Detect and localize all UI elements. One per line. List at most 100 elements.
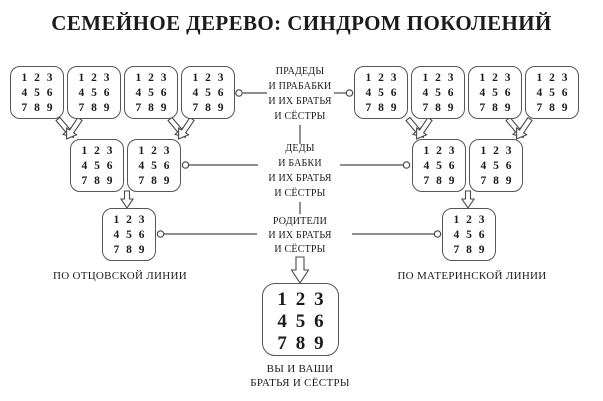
grid-number: 3 bbox=[138, 213, 145, 226]
grid-number: 2 bbox=[126, 213, 132, 226]
grid-number: 2 bbox=[205, 71, 211, 84]
grid-number: 1 bbox=[78, 71, 85, 84]
grid-number: 5 bbox=[492, 86, 498, 99]
grid-number: 9 bbox=[138, 243, 145, 256]
grid-number: 3 bbox=[505, 144, 512, 157]
grid-number: 6 bbox=[478, 228, 485, 241]
grid-number: 9 bbox=[314, 333, 324, 354]
grid-number: 2 bbox=[148, 71, 154, 84]
grid-number: 6 bbox=[314, 311, 324, 332]
grid-number: 7 bbox=[78, 101, 85, 114]
node-circle-row2-right bbox=[402, 161, 411, 169]
label-line: ВЫ И ВАШИ bbox=[266, 363, 334, 375]
grid-number: 4 bbox=[365, 86, 372, 99]
grid-number: 6 bbox=[505, 159, 512, 172]
grid-number: 9 bbox=[478, 243, 485, 256]
grid-number: 7 bbox=[81, 174, 88, 187]
grid-number: 3 bbox=[106, 144, 113, 157]
grid-number: 5 bbox=[435, 86, 441, 99]
grid-number: 1 bbox=[479, 71, 486, 84]
grid-number: 1 bbox=[480, 144, 487, 157]
label-parents: РОДИТЕЛИ И ИХ БРАТЬЯ И СЁСТРЫ bbox=[245, 215, 355, 257]
grid-number: 1 bbox=[81, 144, 88, 157]
grid-number: 1 bbox=[453, 213, 460, 226]
grid-number: 3 bbox=[160, 71, 167, 84]
grid-number: 3 bbox=[217, 71, 224, 84]
grid-number: 5 bbox=[151, 159, 157, 172]
grid-number: 2 bbox=[466, 213, 472, 226]
grid-number: 3 bbox=[448, 144, 455, 157]
grid-number: 8 bbox=[91, 101, 97, 114]
grid-number: 9 bbox=[447, 101, 454, 114]
grid-number: 3 bbox=[163, 144, 170, 157]
grid-number: 6 bbox=[448, 159, 455, 172]
grid-number: 7 bbox=[365, 101, 372, 114]
arrow-grandparents-to-father bbox=[120, 190, 134, 209]
grid-number: 2 bbox=[378, 71, 384, 84]
grid-number: 2 bbox=[91, 71, 97, 84]
grid-number: 6 bbox=[390, 86, 397, 99]
grid-number: 4 bbox=[536, 86, 543, 99]
label-great-grandparents: ПРАДЕДЫ И ПРАБАБКИ И ИХ БРАТЬЯ И СЁСТРЫ bbox=[245, 64, 355, 124]
grid-number: 7 bbox=[277, 333, 287, 354]
grid-number: 8 bbox=[549, 101, 555, 114]
grid-number: 2 bbox=[549, 71, 555, 84]
grid-number: 8 bbox=[492, 101, 498, 114]
grid-number: 1 bbox=[423, 144, 430, 157]
label-line: И СЁСТРЫ bbox=[274, 188, 326, 199]
grid-number: 1 bbox=[21, 71, 28, 84]
grid-number: 9 bbox=[46, 101, 53, 114]
grid-number: 2 bbox=[493, 144, 499, 157]
grid-number: 9 bbox=[390, 101, 397, 114]
grid-number: 5 bbox=[148, 86, 154, 99]
grid-number: 7 bbox=[135, 101, 142, 114]
grid-number: 6 bbox=[217, 86, 224, 99]
grid-number: 2 bbox=[436, 144, 442, 157]
grid-number: 4 bbox=[138, 159, 145, 172]
grid-number: 8 bbox=[148, 101, 154, 114]
grid-number: 9 bbox=[106, 174, 113, 187]
grid-number: 8 bbox=[205, 101, 211, 114]
grid-number: 3 bbox=[478, 213, 485, 226]
grid-number: 9 bbox=[448, 174, 455, 187]
grid-number: 4 bbox=[480, 159, 487, 172]
grid-number: 2 bbox=[34, 71, 40, 84]
grid-number: 2 bbox=[295, 289, 306, 310]
label-line: И СЁСТРЫ bbox=[274, 244, 326, 255]
grid-number: 5 bbox=[295, 311, 306, 332]
grid-number: 9 bbox=[103, 101, 110, 114]
arrow-parents-to-you bbox=[290, 256, 310, 284]
grid-number: 5 bbox=[34, 86, 40, 99]
grid-number: 8 bbox=[94, 174, 100, 187]
grid-number: 7 bbox=[536, 101, 543, 114]
grid-number: 4 bbox=[21, 86, 28, 99]
grid-number: 5 bbox=[94, 159, 100, 172]
grid-number: 5 bbox=[436, 159, 442, 172]
grid-number: 9 bbox=[160, 101, 167, 114]
grid-number: 6 bbox=[561, 86, 568, 99]
grid-number: 6 bbox=[138, 228, 145, 241]
node-circle-row3-right bbox=[433, 230, 442, 238]
label-you: ВЫ И ВАШИ БРАТЬЯ И СЁСТРЫ bbox=[225, 363, 375, 390]
label-paternal-line: ПО ОТЦОВСКОЙ ЛИНИИ bbox=[52, 270, 188, 282]
label-line: И СЁСТРЫ bbox=[274, 111, 326, 122]
node-circle-row1-left bbox=[235, 89, 243, 97]
grid-number: 8 bbox=[34, 101, 40, 114]
grid-number: 5 bbox=[126, 228, 132, 241]
grid-number: 2 bbox=[151, 144, 157, 157]
